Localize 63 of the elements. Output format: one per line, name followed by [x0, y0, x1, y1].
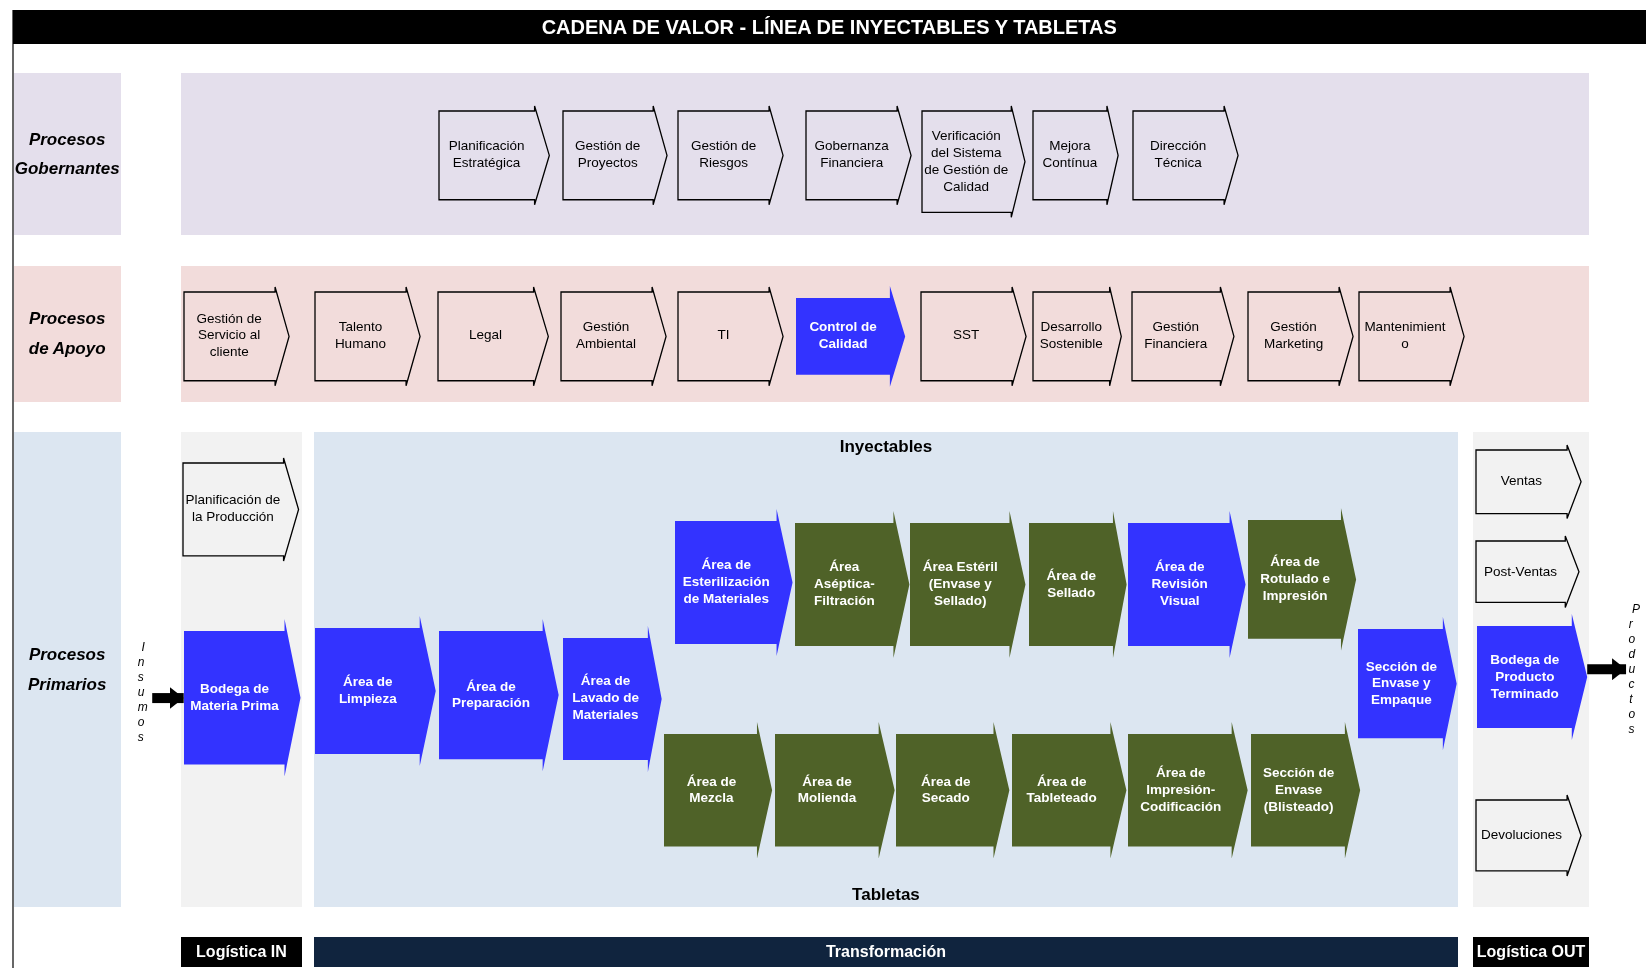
row-label: Procesos de Apoyo	[27, 308, 107, 360]
process-label: Gestión Financiera	[1143, 319, 1209, 353]
process-label: Área de Limpieza	[337, 674, 398, 709]
area-background	[313, 432, 1459, 907]
process-label: Área Aséptica-Filtración	[812, 559, 876, 610]
process-label: Legal	[468, 327, 502, 345]
process-label: Área de Mezcla	[685, 773, 738, 808]
stage-bar	[180, 937, 303, 967]
band-background	[180, 432, 303, 907]
process-label: Área Estéril (Envase y Sellado)	[921, 559, 999, 610]
process-label: Control de Calidad	[808, 319, 878, 353]
process-label: Área de Molienda	[796, 773, 858, 808]
process-label: Gestión de Proyectos	[574, 138, 642, 173]
row-label-panel	[13, 265, 121, 403]
band-background	[1472, 432, 1590, 907]
process-label: Gestión de Servicio al cliente	[195, 310, 263, 362]
process-label: Área de Tableteado	[1025, 773, 1098, 808]
process-label: Planificación Estratégica	[447, 138, 526, 173]
process-label: Ventas	[1500, 473, 1543, 491]
process-label: Bodega de Materia Prima	[189, 681, 280, 715]
vertical-label: Productos	[1628, 601, 1641, 737]
arrow	[152, 687, 184, 710]
section-heading: Tabletas	[852, 883, 920, 905]
stage-label: Transformación	[825, 942, 946, 963]
stage-label: Logística IN	[196, 942, 287, 963]
process-label: Bodega de Producto Terminado	[1489, 651, 1561, 703]
process-label: Área de Secado	[919, 773, 972, 808]
process-label: Gobernanza Financiera	[813, 138, 890, 173]
process-label: Sección de Envase y Empaque	[1364, 658, 1438, 710]
process-label: Dirección Técnica	[1149, 138, 1208, 173]
section-heading: Inyectables	[839, 436, 933, 458]
process-label: Gestión Marketing	[1262, 319, 1325, 353]
process-label: Gestión Ambiental	[575, 319, 638, 353]
process-label: Desarrollo Sostenible	[1038, 319, 1104, 353]
row-label-panel	[13, 73, 121, 236]
process-label: Área de Rotulado e Impresión	[1259, 554, 1331, 605]
process-label: Mejora Contínua	[1041, 138, 1099, 173]
row-label: Procesos Primarios	[26, 643, 108, 696]
process-label: Planificación de la Producción	[184, 492, 282, 526]
band-background	[180, 73, 1590, 236]
row-label: Procesos Gobernantes	[14, 128, 120, 181]
process-label: Gestión de Riesgos	[689, 138, 758, 173]
process-label: Área de Sellado	[1045, 567, 1097, 602]
process-label: Área de Esterilización de Materiales	[681, 557, 771, 608]
process-label: SST	[952, 327, 980, 345]
process-label: Devoluciones	[1480, 826, 1562, 844]
stage-label: Logística OUT	[1476, 942, 1586, 963]
process-label: Mantenimiento	[1363, 319, 1447, 353]
stage-bar	[313, 937, 1459, 967]
process-label: Post-Ventas	[1484, 563, 1557, 581]
title: CADENA DE VALOR - LÍNEA DE INYECTABLES Y TABLETAS	[541, 15, 1117, 39]
process-label: Talento Humano	[333, 319, 387, 353]
process-label: Sección de Envase (Blisteado)	[1262, 765, 1336, 816]
process-label: Área de Lavado de Materiales	[571, 673, 640, 724]
process-label: Verificación del Sistema de Gestión de Calidad	[923, 127, 1009, 196]
process-label: Área de Impresión-Codificación	[1139, 765, 1223, 816]
process-label: TI	[717, 327, 730, 345]
vertical-label: Insumos	[137, 640, 150, 746]
process-label: Área de Revisión Visual	[1150, 559, 1209, 610]
row-label-panel	[13, 432, 121, 907]
band-background	[180, 265, 1590, 403]
arrow	[1587, 658, 1627, 681]
process-label: Área de Preparación	[451, 678, 532, 713]
